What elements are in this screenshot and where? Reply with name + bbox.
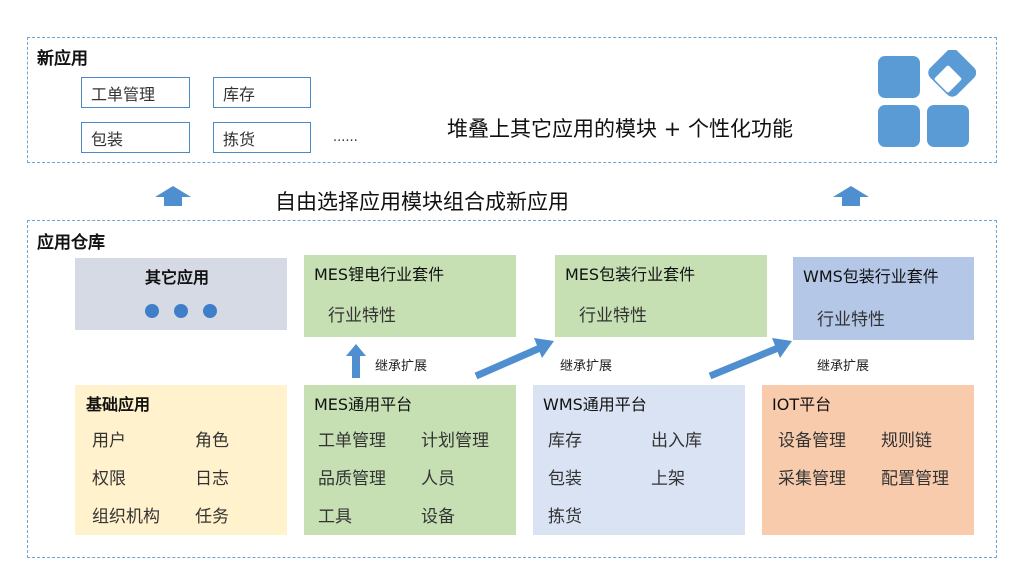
platform-item: 拣货 xyxy=(548,507,582,527)
mes-packaging-suite: MES包装行业套件 行业特性 xyxy=(555,255,767,337)
middle-caption: 自由选择应用模块组合成新应用 xyxy=(275,190,569,214)
platform-item: 库存 xyxy=(548,431,582,451)
platform-item: 工具 xyxy=(318,507,352,527)
repo-frame xyxy=(27,220,997,558)
platform-item: 人员 xyxy=(421,469,455,489)
suite-item: 行业特性 xyxy=(579,306,647,326)
new-app-tagline: 堆叠上其它应用的模块 + 个性化功能 xyxy=(447,117,793,141)
wms-platform: WMS通用平台 库存 出入库 包装 上架 拣货 xyxy=(533,385,745,535)
platform-item: 设备 xyxy=(421,507,455,527)
up-arrow-right-icon xyxy=(833,186,869,206)
iot-platform: IOT平台 设备管理 规则链 采集管理 配置管理 xyxy=(762,385,974,535)
platform-title: WMS通用平台 xyxy=(543,395,647,414)
suite-title: MES包装行业套件 xyxy=(565,265,696,284)
repo-title: 应用仓库 xyxy=(37,233,105,253)
platform-title: 基础应用 xyxy=(86,395,151,414)
suite-title: MES锂电行业套件 xyxy=(314,265,445,284)
dot-1 xyxy=(145,304,159,318)
platform-title: MES通用平台 xyxy=(314,395,413,414)
platform-item: 采集管理 xyxy=(778,469,846,489)
suite-title: WMS包装行业套件 xyxy=(803,267,939,286)
new-app-frame xyxy=(27,37,997,163)
chip-packaging: 包装 xyxy=(81,122,190,153)
platform-item: 组织机构 xyxy=(92,507,160,527)
chip-picking: 拣货 xyxy=(213,122,311,153)
platform-item: 上架 xyxy=(651,469,685,489)
platform-item: 用户 xyxy=(92,431,126,451)
basic-platform: 基础应用 用户 角色 权限 日志 组织机构 任务 xyxy=(75,385,287,535)
platform-item: 权限 xyxy=(92,469,126,489)
platform-item: 配置管理 xyxy=(881,469,949,489)
other-apps-box: 其它应用 xyxy=(75,258,287,330)
mes-platform: MES通用平台 工单管理 计划管理 品质管理 人员 工具 设备 xyxy=(304,385,516,535)
platform-item: 设备管理 xyxy=(778,431,846,451)
platform-item: 品质管理 xyxy=(318,469,386,489)
platform-title: IOT平台 xyxy=(772,395,832,414)
platform-item: 角色 xyxy=(195,431,229,451)
other-apps-title: 其它应用 xyxy=(145,268,210,287)
platform-item: 包装 xyxy=(548,469,582,489)
chip-inventory: 库存 xyxy=(213,77,311,108)
mes-lithium-suite: MES锂电行业套件 行业特性 xyxy=(304,255,516,337)
chip-ellipsis: ...... xyxy=(333,130,358,145)
app-blocks-icon xyxy=(878,50,976,147)
dot-3 xyxy=(203,304,217,318)
inherit-arrow-up-icon xyxy=(346,344,366,378)
platform-item: 任务 xyxy=(195,507,229,527)
dot-2 xyxy=(174,304,188,318)
inherit-arrow-diag-2-icon xyxy=(708,338,792,380)
inherit-label-1: 继承扩展 xyxy=(375,359,428,374)
platform-item: 日志 xyxy=(195,469,229,489)
platform-item: 出入库 xyxy=(651,431,702,451)
platform-item: 工单管理 xyxy=(318,431,386,451)
inherit-arrow-diag-1-icon xyxy=(474,338,554,380)
platform-item: 规则链 xyxy=(881,431,932,451)
suite-item: 行业特性 xyxy=(328,306,396,326)
inherit-label-2: 继承扩展 xyxy=(560,359,613,374)
wms-packaging-suite: WMS包装行业套件 行业特性 xyxy=(793,257,974,340)
chip-work-order: 工单管理 xyxy=(81,77,190,108)
new-app-title: 新应用 xyxy=(37,49,88,69)
suite-item: 行业特性 xyxy=(817,310,885,330)
inherit-label-3: 继承扩展 xyxy=(817,359,870,374)
up-arrow-left-icon xyxy=(155,186,191,206)
platform-item: 计划管理 xyxy=(421,431,489,451)
